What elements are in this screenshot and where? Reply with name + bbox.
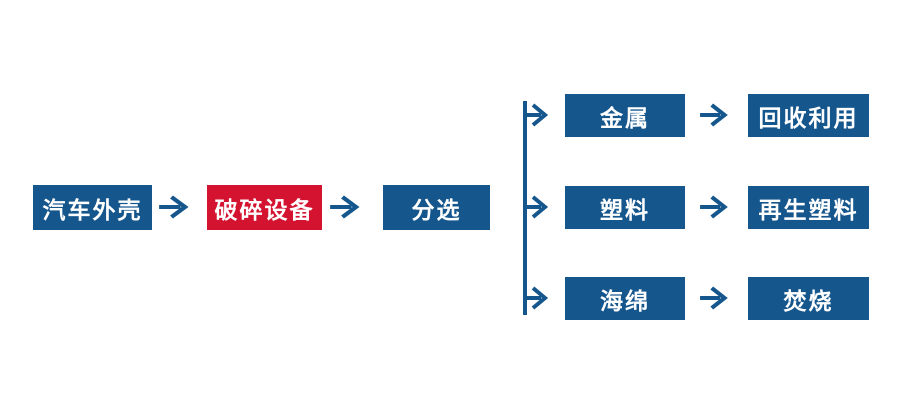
right-arrow-icon — [700, 103, 728, 127]
node-recycled-plastic: 再生塑料 — [748, 186, 869, 229]
node-sorting: 分选 — [383, 185, 490, 230]
branch-arrow-icon — [523, 195, 549, 219]
node-recycling: 回收利用 — [748, 94, 869, 137]
node-sponge: 海绵 — [565, 277, 685, 320]
node-incineration: 焚烧 — [748, 277, 869, 320]
right-arrow-icon — [159, 195, 189, 219]
node-plastic: 塑料 — [565, 186, 685, 229]
right-arrow-icon — [700, 195, 728, 219]
right-arrow-icon — [330, 195, 360, 219]
branch-arrow-icon — [523, 286, 549, 310]
node-crushing-equipment: 破碎设备 — [207, 185, 322, 230]
right-arrow-icon — [700, 286, 728, 310]
node-metal: 金属 — [565, 94, 685, 137]
branch-arrow-icon — [523, 103, 549, 127]
node-car-shell: 汽车外壳 — [33, 185, 152, 230]
